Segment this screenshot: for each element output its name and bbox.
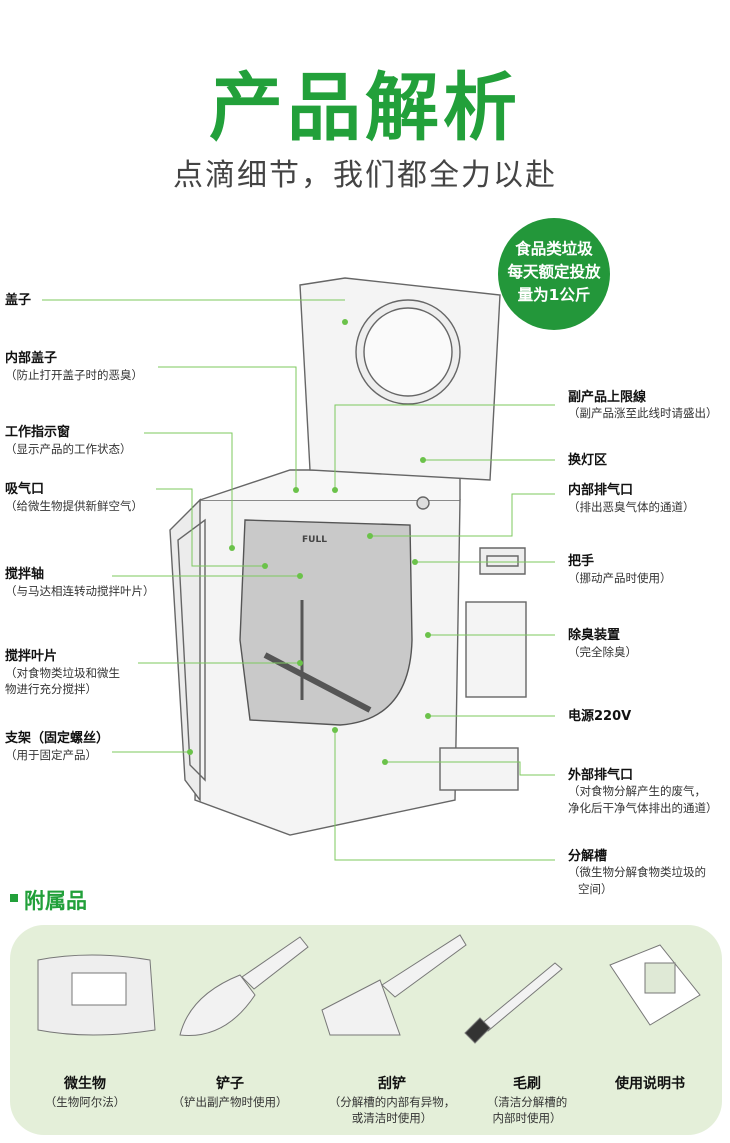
label-outer-exhaust: 外部排气口 xyxy=(568,768,634,783)
leader-lines xyxy=(42,299,555,861)
label-stand: 支架（固定螺丝） xyxy=(5,731,110,746)
accessory-illustrations xyxy=(37,934,701,1044)
leader-dots xyxy=(187,319,431,765)
accessory-name: 铲子 xyxy=(216,1076,244,1092)
label-stir-shaft: 搅拌轴 xyxy=(5,567,45,582)
badge-line: 食品类垃圾 xyxy=(515,240,593,258)
label-outer-exhaust-desc: （对食物分解产生的废气， xyxy=(568,784,706,798)
accessory-name: 刮铲 xyxy=(378,1076,406,1092)
label-handle-desc: （挪动产品时使用） xyxy=(568,571,672,585)
label-stir-blade: 搅拌叶片 xyxy=(5,649,58,664)
badge-line: 每天额定投放 xyxy=(507,263,601,281)
accessory-desc: 内部时使用） xyxy=(492,1111,562,1125)
page-title: 产品解析 xyxy=(209,65,521,151)
label-deodorizer: 除臭装置 xyxy=(568,628,621,643)
label-outer-exhaust-desc: 净化后干净气体排出的通道） xyxy=(568,801,718,815)
accessory-manual: 使用说明书 xyxy=(570,1074,730,1094)
label-status-window: 工作指示窗 xyxy=(5,425,71,440)
accessory-desc: （铲出副产物时使用） xyxy=(172,1095,288,1109)
label-stir-blade-desc: （对食物类垃圾和微生 xyxy=(5,666,120,680)
shovel-icon xyxy=(179,936,309,1036)
capacity-badge: 食品类垃圾 每天额定投放 量为1公斤 xyxy=(498,218,610,330)
label-handle: 把手 xyxy=(568,554,595,569)
scraper-icon xyxy=(321,934,467,1036)
accessory-desc: （清洁分解槽的 xyxy=(486,1095,568,1109)
accessory-brush: 毛刷 （清洁分解槽的 内部时使用） xyxy=(447,1074,607,1126)
label-byproduct-limit: 副产品上限線 xyxy=(568,390,647,405)
badge-line: 量为1公斤 xyxy=(517,286,591,304)
page-subtitle: 点滴细节，我们都全力以赴 xyxy=(173,158,557,193)
label-deodorizer-desc: （完全除臭） xyxy=(568,645,637,659)
accessory-desc: （生物阿尔法） xyxy=(44,1095,126,1109)
accessory-name: 使用说明书 xyxy=(615,1076,685,1092)
microbe-bag-icon xyxy=(37,954,156,1036)
label-byproduct-limit-desc: （副产品涨至此线时请盛出） xyxy=(568,406,718,420)
label-stand-desc: （用于固定产品） xyxy=(5,748,97,762)
section-marker xyxy=(10,894,18,902)
accessory-desc: （分解槽的内部有异物， xyxy=(328,1095,456,1109)
label-inner-lid: 内部盖子 xyxy=(5,351,58,366)
accessory-microbe: 微生物 （生物阿尔法） xyxy=(5,1074,165,1110)
label-decomp-tank-desc: 空间） xyxy=(578,882,613,896)
label-inner-lid-desc: （防止打开盖子时的恶臭） xyxy=(5,368,143,382)
full-mark: FULL xyxy=(302,535,327,545)
accessories-panel xyxy=(10,925,722,1135)
label-power: 电源220V xyxy=(568,709,632,724)
label-decomp-tank: 分解槽 xyxy=(568,849,608,864)
product-diagram: FULL xyxy=(42,277,555,861)
label-air-intake-desc: （给微生物提供新鲜空气） xyxy=(5,499,143,513)
label-status-window-desc: （显示产品的工作状态） xyxy=(5,442,132,456)
machine-illustration xyxy=(169,277,527,836)
label-inner-exhaust: 内部排气口 xyxy=(568,483,634,498)
label-lamp-area: 换灯区 xyxy=(568,453,608,468)
accessory-name: 毛刷 xyxy=(513,1076,541,1092)
accessory-scraper: 刮铲 （分解槽的内部有异物， 或清洁时使用） xyxy=(312,1074,472,1126)
label-stir-shaft-desc: （与马达相连转动搅拌叶片） xyxy=(5,584,155,598)
manual-icon xyxy=(609,944,701,1026)
accessory-name: 微生物 xyxy=(64,1076,106,1092)
label-stir-blade-desc: 物进行充分搅拌） xyxy=(5,682,97,696)
label-decomp-tank-desc: （微生物分解食物类垃圾的 xyxy=(568,865,706,879)
accessory-shovel: 铲子 （铲出副产物时使用） xyxy=(150,1074,310,1110)
label-lid: 盖子 xyxy=(5,293,32,308)
label-inner-exhaust-desc: （排出恶臭气体的通道） xyxy=(568,500,695,514)
accessory-desc: 或清洁时使用） xyxy=(351,1111,433,1125)
label-air-intake: 吸气口 xyxy=(5,482,45,497)
brush-icon xyxy=(464,962,563,1044)
accessories-title: 附属品 xyxy=(24,889,87,913)
